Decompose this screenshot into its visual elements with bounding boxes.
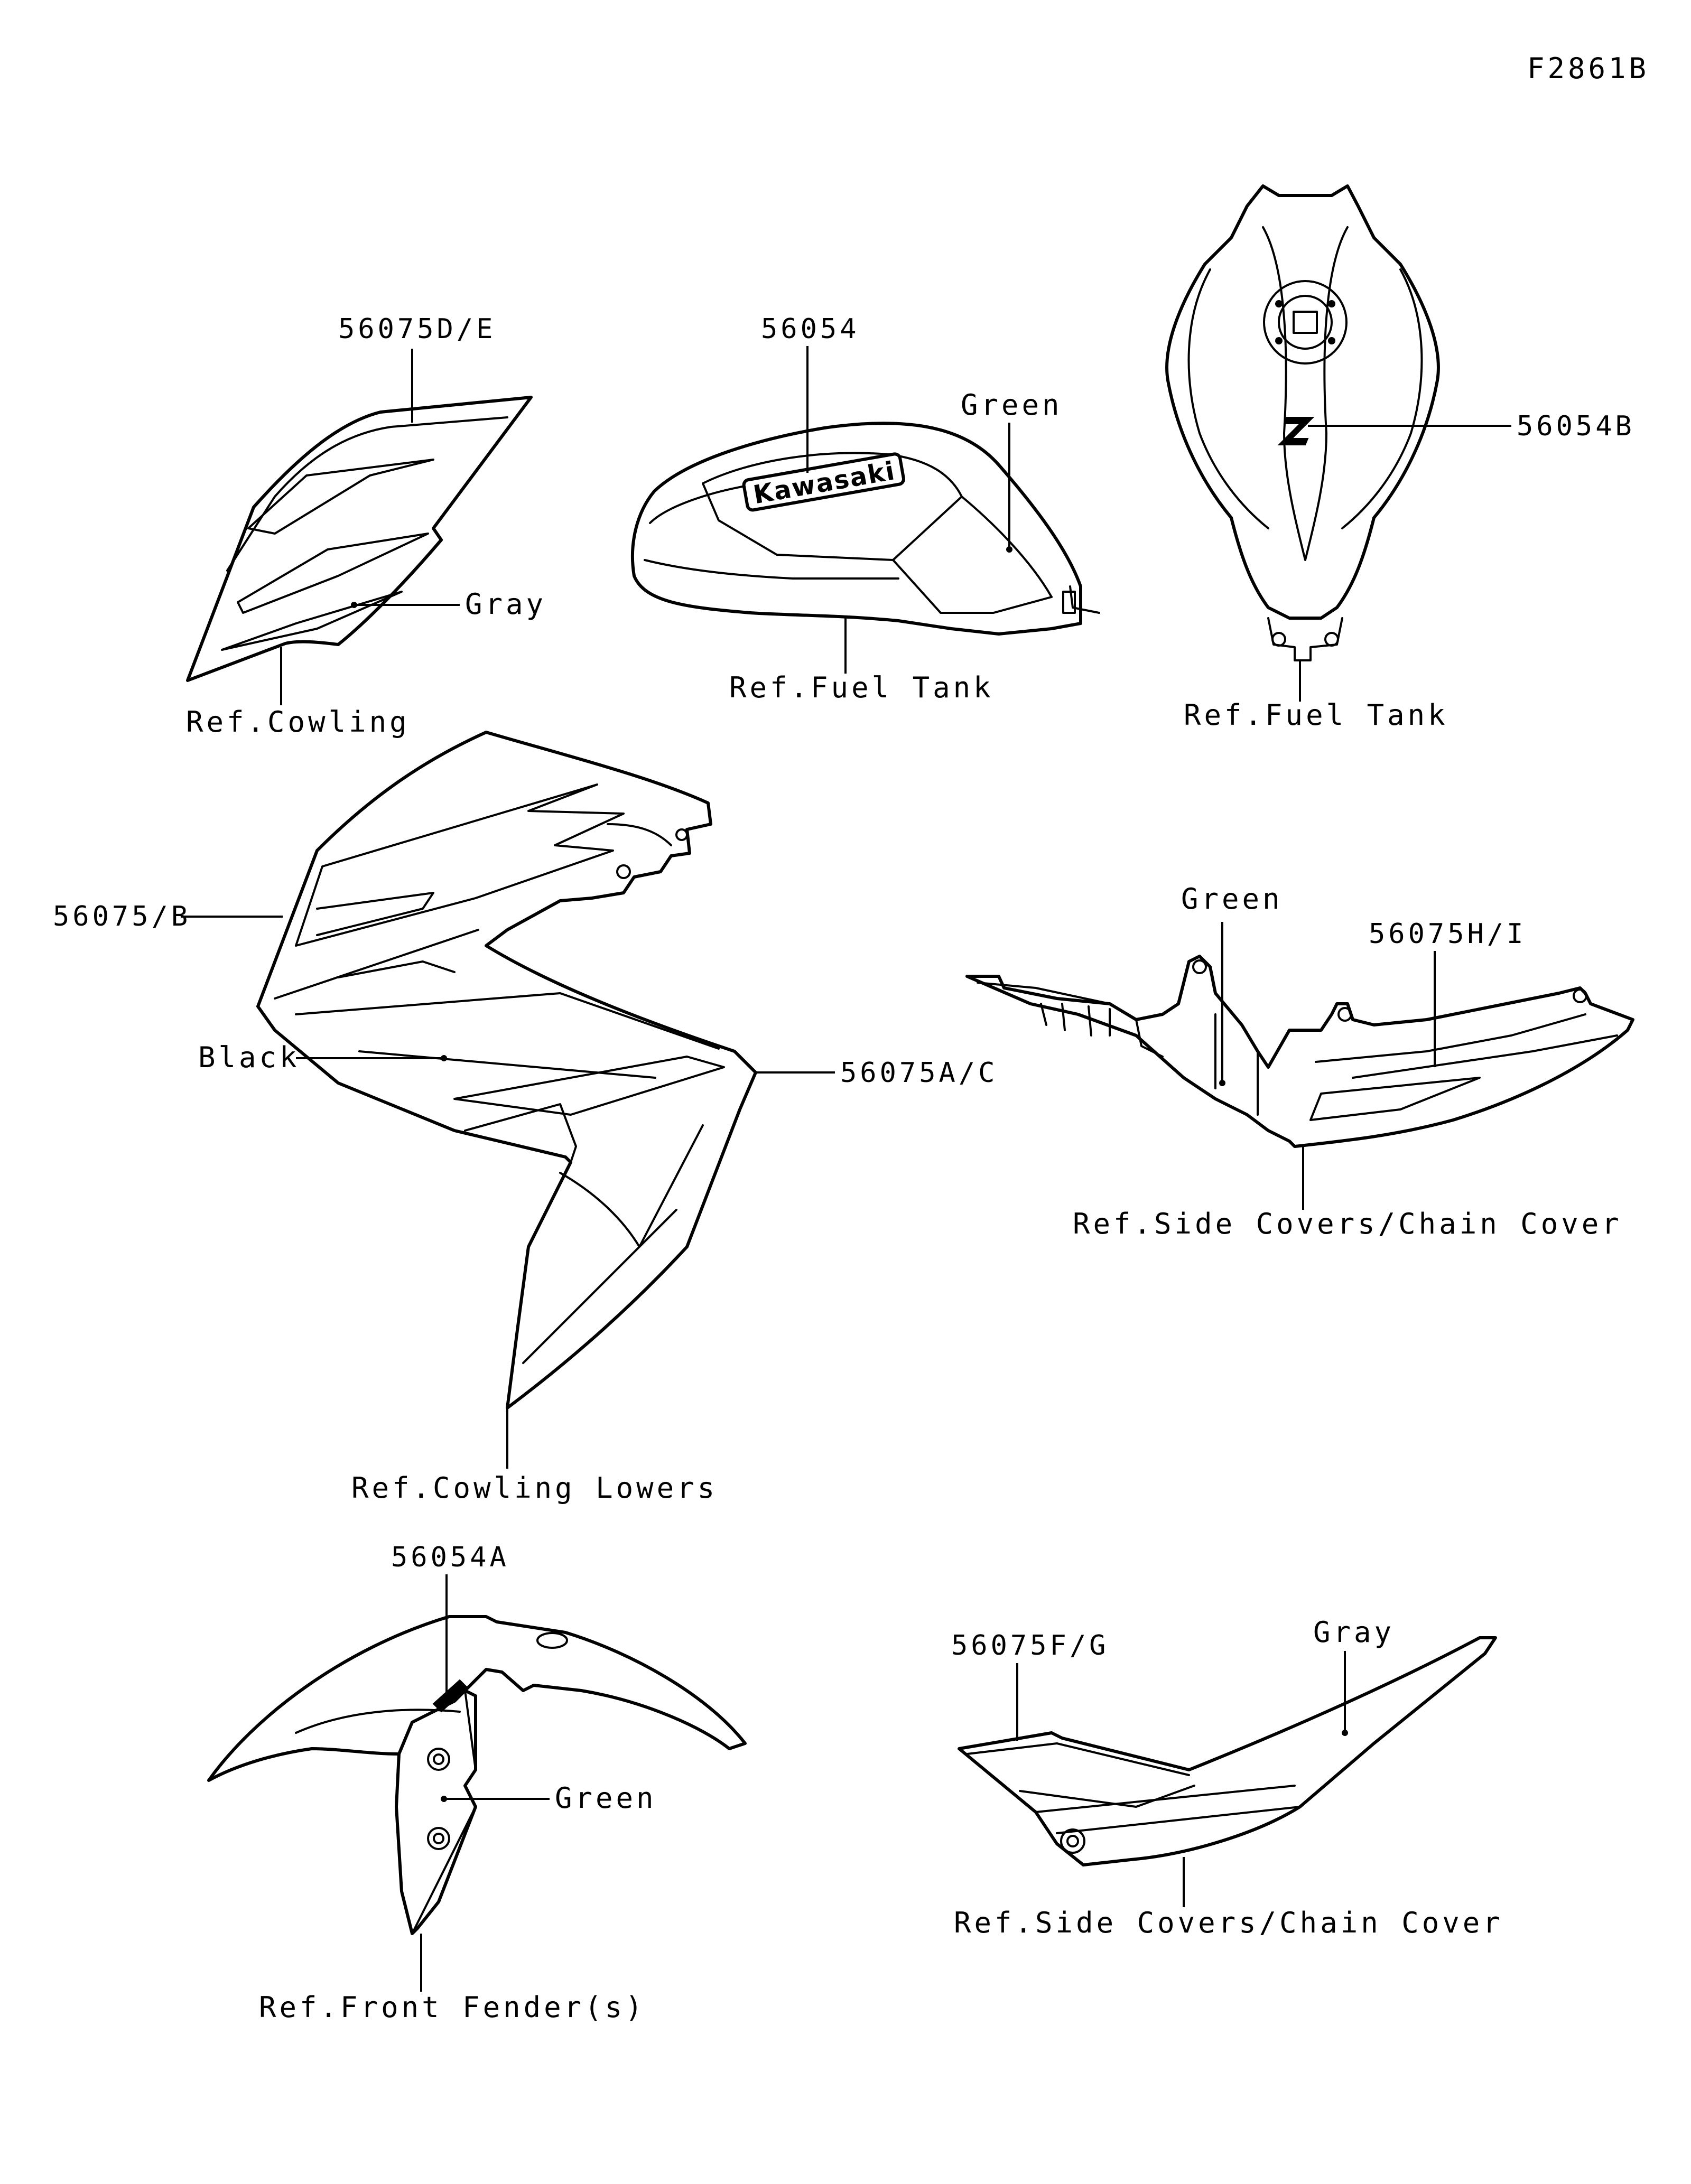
color-green-side-cover: Green bbox=[1181, 882, 1283, 916]
callout-56075FG: 56075F/G bbox=[951, 1630, 1109, 1662]
ref-cowling: Ref.Cowling bbox=[186, 705, 410, 739]
color-black: Black bbox=[198, 1041, 300, 1074]
color-gray-cowling: Gray bbox=[465, 587, 546, 621]
callout-56075AC: 56075A/C bbox=[840, 1057, 998, 1089]
color-green-fender: Green bbox=[555, 1781, 657, 1815]
callout-56075DE: 56075D/E bbox=[338, 313, 496, 345]
front-fender-drawing bbox=[207, 1615, 747, 1935]
leader-lines bbox=[181, 346, 1511, 1992]
callout-56054: 56054 bbox=[761, 313, 860, 345]
color-green-tank: Green bbox=[961, 388, 1063, 422]
labels: 56075D/E Gray Ref.Cowling 56054 Green Re… bbox=[53, 313, 1635, 2024]
side-cover-upper-drawing bbox=[965, 955, 1634, 1148]
ref-fuel-tank-side: Ref.Fuel Tank bbox=[729, 671, 994, 704]
ref-side-covers-lower: Ref.Side Covers/Chain Cover bbox=[954, 1906, 1503, 1939]
fuel-tank-top-drawing bbox=[1165, 184, 1440, 661]
side-cover-lower-drawing bbox=[958, 1636, 1497, 1866]
ref-cowling-lowers: Ref.Cowling Lowers bbox=[351, 1471, 718, 1505]
cowling-drawing bbox=[186, 396, 533, 682]
fuel-tank-side-drawing: Kawasaki bbox=[630, 422, 1100, 636]
color-gray-side-cover: Gray bbox=[1313, 1616, 1395, 1649]
callout-56054B: 56054B bbox=[1517, 410, 1635, 442]
cowling-lowers-drawing bbox=[256, 731, 757, 1410]
callout-56075B: 56075/B bbox=[53, 901, 191, 932]
callout-56075HI: 56075H/I bbox=[1369, 918, 1526, 950]
callout-56054A: 56054A bbox=[391, 1542, 509, 1573]
ref-front-fender: Ref.Front Fender(s) bbox=[259, 1991, 646, 2024]
figure-id: F2861B bbox=[1527, 52, 1649, 85]
ref-side-covers-upper: Ref.Side Covers/Chain Cover bbox=[1073, 1207, 1622, 1240]
ref-fuel-tank-top: Ref.Fuel Tank bbox=[1184, 698, 1448, 732]
